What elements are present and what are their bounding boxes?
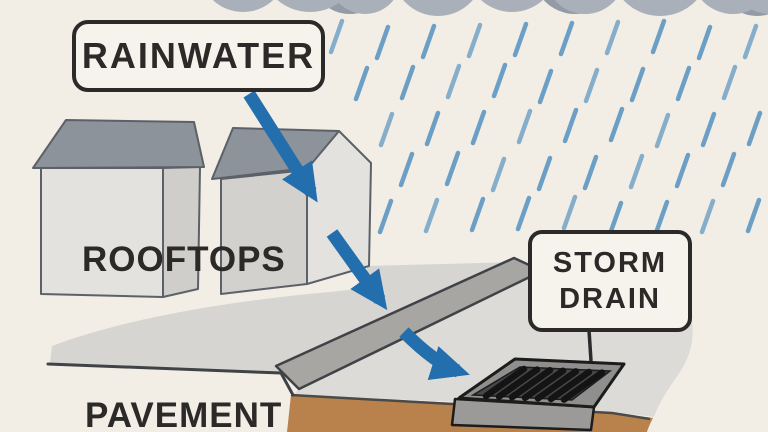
raindrop-streak-icon (537, 68, 554, 105)
storm-drain-grate-icon (450, 357, 626, 432)
raindrop-streak-icon (699, 198, 716, 235)
raindrop-streak-icon (444, 150, 461, 187)
raindrop-streak-icon (377, 198, 394, 235)
raindrop-streak-icon (562, 107, 579, 144)
raindrop-streak-icon (700, 111, 717, 148)
flow-arrow-segment-1 (243, 90, 318, 203)
raindrop-streak-icon (399, 64, 416, 101)
raindrop-streak-icon (720, 151, 737, 188)
soil-top-line (290, 393, 651, 421)
rainwater-label: RAINWATER (72, 20, 325, 92)
raindrop-streak-icon (628, 153, 645, 190)
raindrop-streak-icon (398, 151, 415, 188)
pavement-label: PAVEMENT (85, 396, 283, 432)
raindrop-streak-icon (424, 110, 441, 147)
raindrop-streak-icon (604, 19, 621, 56)
raindrop-streak-icon (516, 108, 533, 145)
raindrop-streak-icon (607, 200, 624, 237)
raindrop-streak-icon (674, 152, 691, 189)
raindrop-streak-icon (558, 20, 575, 57)
raindrop-streak-icon (469, 196, 486, 233)
raindrop-streak-icon (445, 63, 462, 100)
raindrop-streak-icon (561, 194, 578, 231)
flow-arrow (243, 90, 470, 380)
raindrop-streak-icon (536, 155, 553, 192)
raindrop-streak-icon (583, 67, 600, 104)
raindrop-streak-icon (328, 18, 345, 55)
raindrop-streak-icon (491, 62, 508, 99)
raindrop-streak-icon (653, 199, 670, 236)
storm-drain-label-line2: DRAIN (559, 283, 661, 315)
raindrop-streak-icon (721, 64, 738, 101)
raindrop-streak-icon (353, 65, 370, 102)
pavement-front-edge (46, 362, 295, 397)
raindrop-streak-icon (582, 154, 599, 191)
raindrop-streak-icon (420, 23, 437, 60)
raindrop-streak-icon (675, 65, 692, 102)
rainwater-label-text: RAINWATER (81, 35, 316, 76)
raindrop-streak-icon (515, 195, 532, 232)
rain-icon (328, 18, 763, 237)
raindrop-streak-icon (512, 21, 529, 58)
house-icon-left (32, 119, 205, 298)
raindrop-streak-icon (378, 111, 395, 148)
flow-arrow-segment-3 (399, 327, 470, 380)
flow-arrow-segment-2 (326, 229, 388, 311)
raindrop-streak-icon (490, 156, 507, 193)
raindrop-streak-icon (470, 109, 487, 146)
raindrop-streak-icon (696, 24, 713, 61)
storm-drain-label-line1: STORM (552, 247, 668, 279)
drain-slats (482, 365, 606, 403)
raindrop-streak-icon (654, 112, 671, 149)
raindrop-streak-icon (608, 106, 625, 143)
rooftops-label: ROOFTOPS (82, 240, 286, 279)
cloud-row-icon (212, 0, 768, 16)
raindrop-streak-icon (650, 18, 667, 55)
storm-drain-label: STORM DRAIN (528, 230, 692, 332)
raindrop-streak-icon (466, 22, 483, 59)
raindrop-streak-icon (742, 23, 759, 60)
raindrop-streak-icon (746, 110, 763, 147)
pavement-upper-surface (50, 262, 519, 373)
raindrop-streak-icon (745, 197, 762, 234)
house-roof (32, 119, 205, 169)
raindrop-streak-icon (629, 66, 646, 103)
label-connector-line (587, 329, 593, 362)
raindrop-streak-icon (374, 24, 391, 61)
raindrop-streak-icon (423, 197, 440, 234)
